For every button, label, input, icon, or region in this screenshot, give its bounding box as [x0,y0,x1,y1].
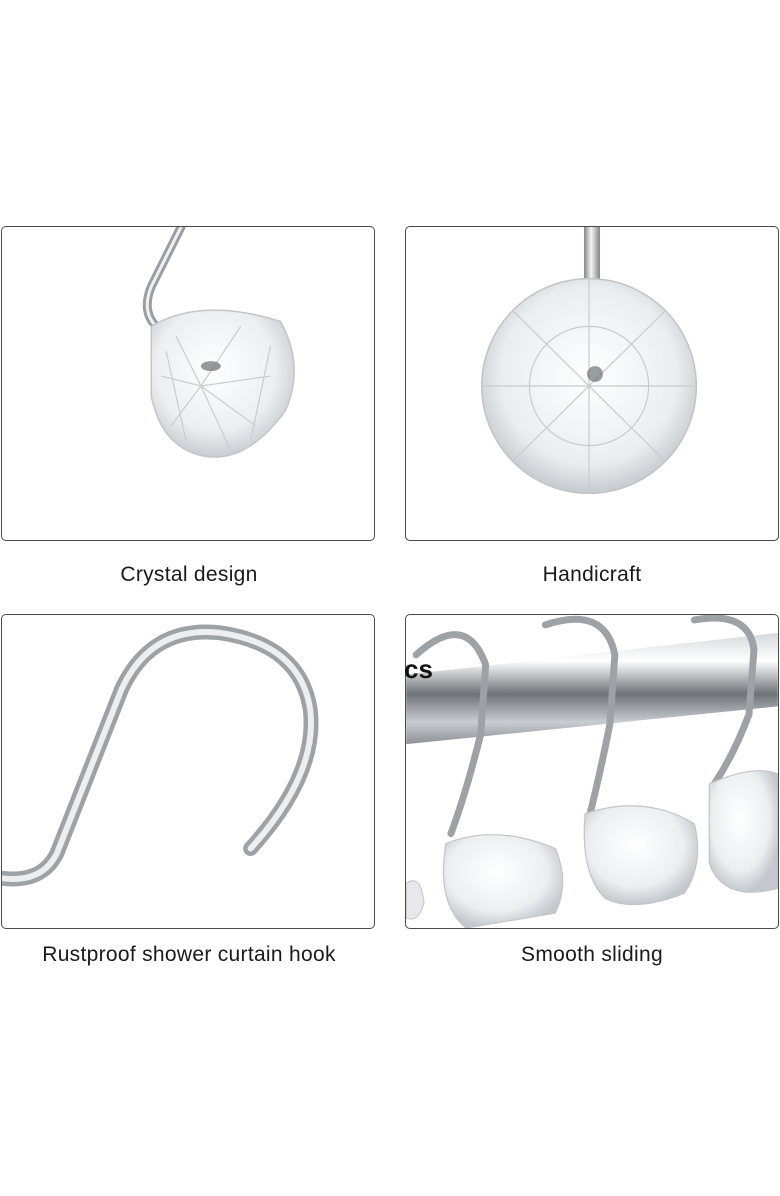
handicraft-caption: Handicraft [542,563,642,586]
crystal-hook-closeup-illustration [142,227,295,458]
s-hook-illustration [2,624,319,887]
smooth-sliding-image [405,614,779,929]
rustproof-hook-image [1,614,375,929]
hooks-on-rod-illustration [406,615,778,928]
quantity-label-fragment: cs [404,654,433,684]
crystal-design-caption: Crystal design [120,563,258,586]
rustproof-caption: Rustproof shower curtain hook [42,943,336,966]
smooth-sliding-caption: Smooth sliding [521,943,663,966]
crystal-design-image [1,226,375,541]
handicraft-image [405,226,779,541]
crystal-ball-front-view-illustration [480,227,698,495]
